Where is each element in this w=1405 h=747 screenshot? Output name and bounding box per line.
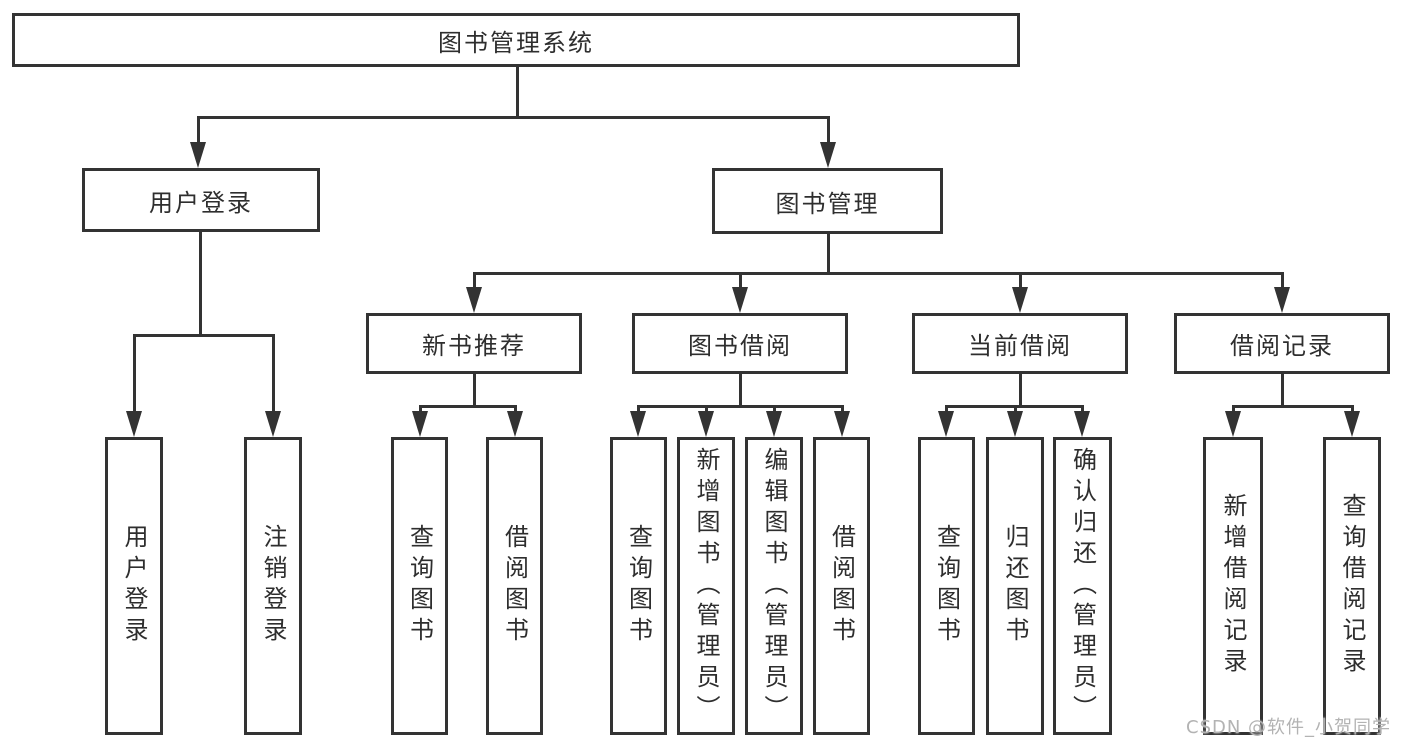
- leaf-edit-book-admin: 编辑图书（管理员）: [745, 437, 803, 735]
- arrowhead-down-icon: [507, 411, 523, 437]
- leaf-logout: 注销登录: [244, 437, 302, 735]
- node-label: 新增借阅记录: [1219, 493, 1247, 679]
- leaf-query-borrow-record: 查询借阅记录: [1323, 437, 1381, 735]
- node-label: 借阅图书: [827, 524, 856, 648]
- node-label: 查询借阅记录: [1338, 493, 1366, 679]
- connector-line: [1281, 374, 1284, 408]
- node-label: 归还图书: [1001, 524, 1029, 648]
- connector-line: [1232, 405, 1235, 414]
- connector-line: [1281, 272, 1284, 292]
- connector-line: [473, 374, 476, 408]
- node-borrow-records: 借阅记录: [1174, 313, 1390, 374]
- arrowhead-down-icon: [1074, 411, 1090, 437]
- node-label: 查询图书: [405, 524, 434, 648]
- connector-line: [739, 272, 742, 292]
- leaf-query-book-current: 查询图书: [918, 437, 975, 735]
- connector-line: [637, 405, 843, 408]
- arrowhead-down-icon: [1225, 411, 1241, 437]
- connector-line: [1019, 374, 1022, 408]
- node-book-borrow: 图书借阅: [632, 313, 848, 374]
- node-label: 当前借阅: [968, 332, 1072, 360]
- connector-line: [419, 405, 517, 408]
- connector-line: [1014, 405, 1017, 414]
- arrowhead-down-icon: [698, 411, 714, 437]
- connector-line: [419, 405, 422, 414]
- leaf-add-book-admin: 新增图书（管理员）: [677, 437, 735, 735]
- arrowhead-down-icon: [1274, 287, 1290, 313]
- node-label: 借阅记录: [1230, 332, 1334, 360]
- connector-line: [705, 405, 708, 414]
- connector-line: [473, 272, 1283, 275]
- leaf-confirm-return-admin: 确认归还（管理员）: [1053, 437, 1112, 735]
- arrowhead-down-icon: [630, 411, 646, 437]
- node-label: 用户登录: [149, 188, 253, 217]
- node-root-library-management-system: 图书管理系统: [12, 13, 1020, 67]
- connector-line: [514, 405, 517, 414]
- connector-line: [827, 232, 830, 275]
- arrowhead-down-icon: [466, 287, 482, 313]
- arrowhead-down-icon: [834, 411, 850, 437]
- connector-line: [1351, 405, 1354, 414]
- arrowhead-down-icon: [1012, 287, 1028, 313]
- leaf-add-borrow-record: 新增借阅记录: [1203, 437, 1263, 735]
- connector-line: [827, 116, 830, 148]
- node-label: 查询图书: [932, 524, 961, 648]
- node-label: 确认归还（管理员）: [1068, 446, 1097, 726]
- connector-line: [637, 405, 640, 414]
- node-label: 注销登录: [259, 524, 287, 648]
- arrowhead-down-icon: [732, 287, 748, 313]
- connector-line: [1019, 272, 1022, 292]
- node-new-book-recommend: 新书推荐: [366, 313, 582, 374]
- arrowhead-down-icon: [1344, 411, 1360, 437]
- connector-line: [199, 232, 202, 337]
- csdn-watermark: CSDN @软件_小贺同学: [1186, 717, 1392, 738]
- node-label: 新书推荐: [422, 332, 526, 360]
- node-label: 借阅图书: [500, 524, 529, 648]
- arrowhead-down-icon: [190, 142, 206, 168]
- node-label: 查询图书: [624, 524, 653, 648]
- connector-line: [773, 405, 776, 414]
- arrowhead-down-icon: [126, 411, 142, 437]
- connector-line: [1232, 405, 1354, 408]
- arrowhead-down-icon: [1007, 411, 1023, 437]
- connector-line: [197, 116, 200, 148]
- arrowhead-down-icon: [766, 411, 782, 437]
- node-label: 图书管理系统: [438, 28, 594, 57]
- leaf-borrow-book-borrow: 借阅图书: [813, 437, 870, 735]
- arrowhead-down-icon: [265, 411, 281, 437]
- connector-line: [133, 334, 136, 414]
- node-label: 用户登录: [120, 524, 148, 648]
- connector-line: [739, 374, 742, 408]
- leaf-query-book-recommend: 查询图书: [391, 437, 448, 735]
- connector-line: [133, 334, 274, 337]
- connector-line: [516, 67, 519, 119]
- arrowhead-down-icon: [820, 142, 836, 168]
- node-current-borrow: 当前借阅: [912, 313, 1128, 374]
- leaf-return-book: 归还图书: [986, 437, 1044, 735]
- arrowhead-down-icon: [412, 411, 428, 437]
- connector-line: [841, 405, 844, 414]
- node-label: 新增图书（管理员）: [692, 446, 720, 726]
- connector-line: [473, 272, 476, 292]
- node-user-login: 用户登录: [82, 168, 320, 232]
- leaf-borrow-book-recommend: 借阅图书: [486, 437, 543, 735]
- connector-line: [197, 116, 830, 119]
- node-label: 图书借阅: [688, 332, 792, 360]
- connector-line: [272, 334, 275, 414]
- leaf-query-book-borrow: 查询图书: [610, 437, 667, 735]
- node-label: 图书管理: [775, 189, 880, 218]
- node-book-management: 图书管理: [712, 168, 943, 234]
- arrowhead-down-icon: [938, 411, 954, 437]
- connector-line: [945, 405, 948, 414]
- leaf-user-login: 用户登录: [105, 437, 163, 735]
- node-label: 编辑图书（管理员）: [760, 446, 788, 726]
- connector-line: [1081, 405, 1084, 414]
